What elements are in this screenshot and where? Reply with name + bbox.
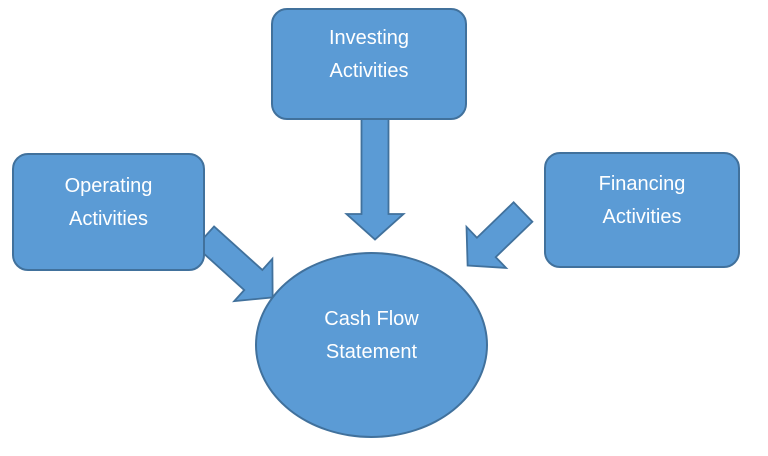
investing-activities-node: Investing Activities [271,8,467,120]
financing-to-center-arrow [465,201,534,269]
cash-flow-statement-node: Cash Flow Statement [255,252,488,438]
operating-activities-node: Operating Activities [12,153,205,271]
node-label-line: Statement [325,341,418,363]
node-label-line: Cash Flow [324,308,419,330]
node-label-line: Activities [329,60,409,82]
node-label-line: Operating [64,175,153,197]
node-label-line: Investing [328,27,410,49]
financing-activities-node: Financing Activities [544,152,740,268]
node-label-line: Activities [602,206,682,228]
investing-to-center-arrow [344,118,406,241]
node-label-line: Financing [598,173,686,195]
node-label-line: Activities [69,208,148,230]
